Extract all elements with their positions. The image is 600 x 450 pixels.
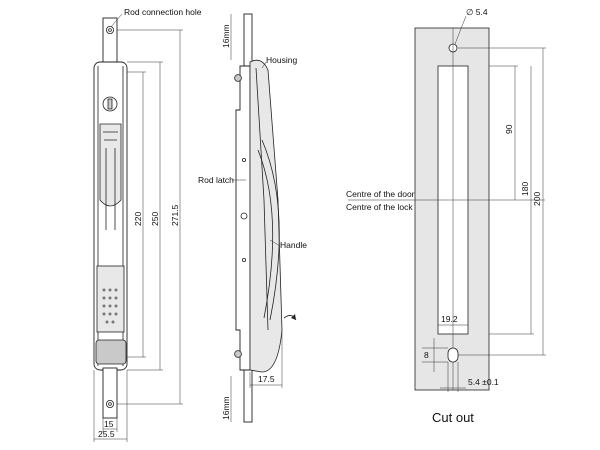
housing-label: Housing (266, 55, 297, 65)
centre-door-label: Centre of the door (346, 189, 415, 199)
front-vertical-dimensions: 220 250 271.5 (117, 29, 183, 405)
dim-200: 200 (532, 192, 542, 206)
dim-19-2: 19.2 (441, 314, 458, 324)
side-bottom-rod (243, 365, 253, 423)
cut-out-title: Cut out (432, 410, 474, 425)
dim-rod-bottom: 16mm (221, 396, 231, 420)
side-handle (261, 139, 280, 321)
dim-rod-top: 16mm (221, 24, 231, 48)
lock-cylinder (102, 96, 118, 112)
front-view: Rod connection hole 220 250 271.5 15 (93, 7, 202, 442)
front-bottom-rod (102, 367, 118, 419)
front-handle-upper (99, 123, 122, 207)
dim-15: 15 (104, 419, 114, 429)
front-horizontal-dimensions: 15 25.5 (93, 370, 128, 442)
side-view: Housing Rod latch Handle 16mm 16mm 17.5 (198, 13, 307, 423)
dim-180: 180 (520, 182, 530, 196)
dim-271-5: 271.5 (170, 204, 180, 226)
cut-out-view: ∅ 5.4 Centre of the door Centre of the l… (346, 7, 546, 425)
dim-slot: 5.4 ±0.1 (468, 377, 499, 387)
rod-connection-hole-top (106, 25, 115, 34)
dim-8: 8 (424, 350, 429, 360)
dim-25-5: 25.5 (98, 429, 115, 439)
front-top-rod (102, 17, 118, 67)
centre-lock-label: Centre of the lock (346, 202, 413, 212)
dim-220: 220 (133, 212, 143, 226)
dim-17-5: 17.5 (258, 374, 275, 384)
handle-label: Handle (280, 240, 307, 250)
front-grip (96, 265, 125, 333)
rod-latch-label: Rod latch (198, 175, 234, 185)
rod-connection-hole-bottom (106, 399, 115, 408)
rod-connection-hole-label: Rod connection hole (124, 7, 202, 17)
bottom-slot (447, 347, 459, 363)
dim-90: 90 (504, 124, 514, 134)
dim-hole-dia: ∅ 5.4 (466, 7, 488, 17)
dim-250: 250 (150, 212, 160, 226)
side-base-plate (235, 65, 251, 371)
side-housing (249, 59, 283, 373)
side-top-rod (243, 13, 253, 67)
